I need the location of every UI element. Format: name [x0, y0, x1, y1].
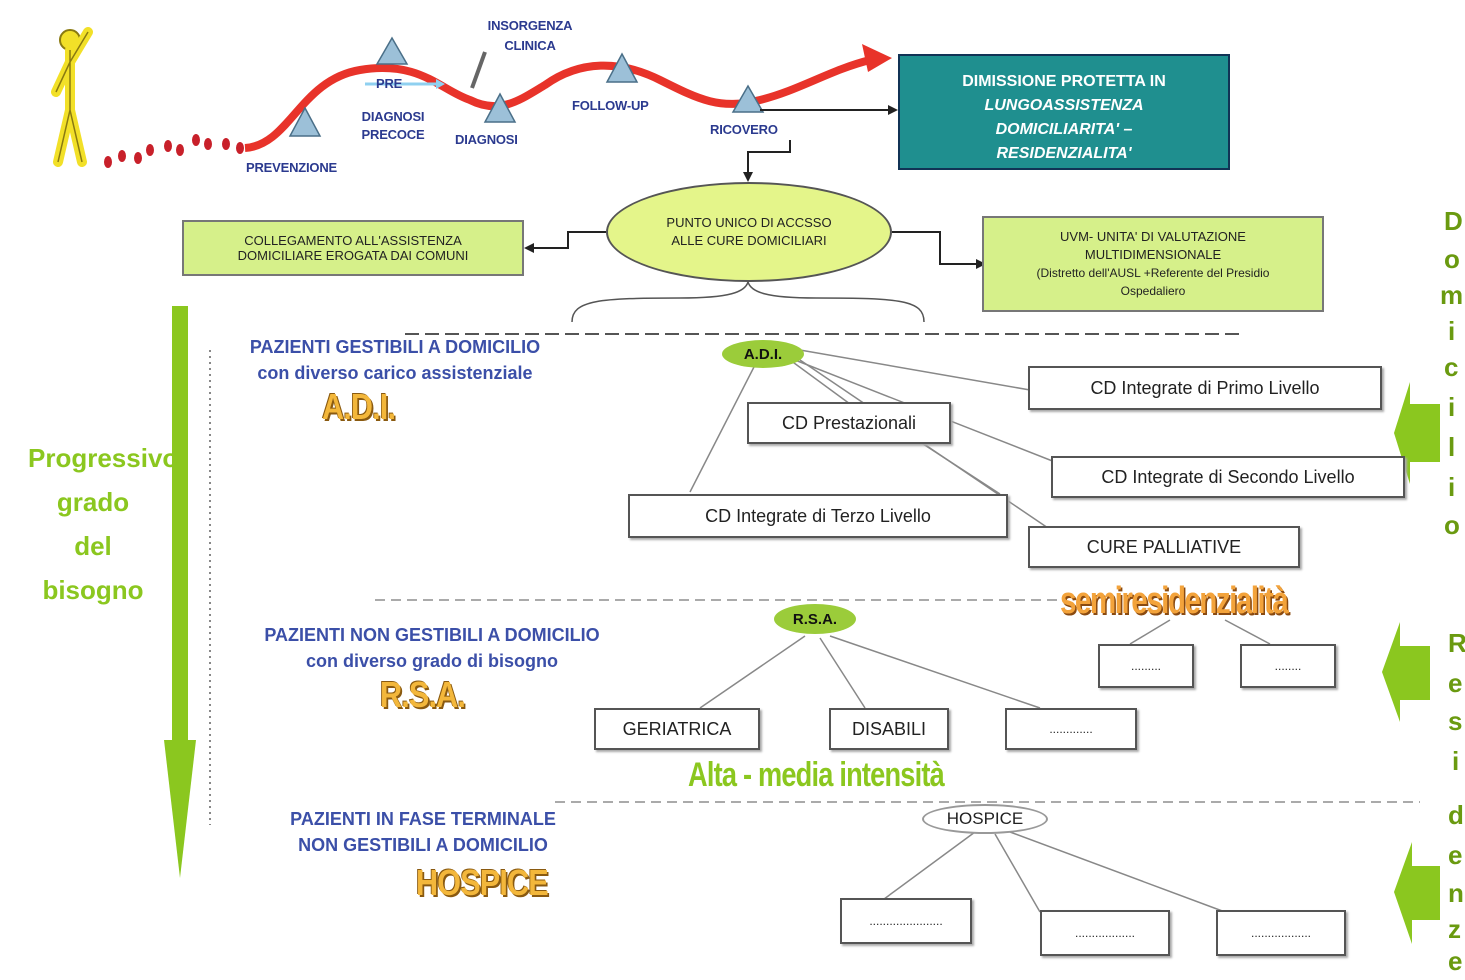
journey-arrowhead — [862, 44, 892, 72]
progress-arrow-shaft — [172, 306, 188, 776]
progress-label: Progressivo grado del bisogno — [28, 436, 179, 612]
label-diagnosi-precoce: DIAGNOSI PRECOCE — [361, 109, 425, 142]
progress-arrow-head — [164, 740, 196, 878]
adi-item-primo: CD Integrate di Primo Livello — [1028, 366, 1382, 410]
triangle-follow-up — [605, 52, 639, 83]
hospice-node: HOSPICE — [922, 804, 1048, 834]
semires-title: semiresidenzialità — [1060, 580, 1289, 622]
progress-label-line: Progressivo — [28, 443, 179, 473]
semires-item: ......... — [1098, 644, 1194, 688]
person-figure — [51, 27, 93, 167]
adi-item-prestazionali: CD Prestazionali — [747, 402, 951, 444]
triangle-diagnosi — [483, 92, 517, 123]
adi-item-secondo: CD Integrate di Secondo Livello — [1051, 456, 1405, 498]
adi-heading-line2: con diverso carico assistenziale — [257, 363, 533, 383]
adi-heading-line1: PAZIENTI GESTIBILI A DOMICILIO — [249, 337, 541, 357]
hospice-heading: PAZIENTI IN FASE TERMINALE NON GESTIBILI… — [262, 806, 584, 858]
right-letter: e — [1448, 946, 1463, 976]
hospice-title: HOSPICE — [416, 862, 549, 903]
right-arrow-semires — [1382, 622, 1430, 722]
adi-title: A.D.I. — [322, 386, 396, 427]
adi-node: A.D.I. — [722, 340, 804, 368]
right-arrow-domicilio — [1394, 382, 1440, 484]
dimissione-sub: LUNGOASSISTENZA DOMICILIARITA' – RESIDEN… — [984, 97, 1144, 162]
punto-unico-ellipse: PUNTO UNICO DI ACCSSO ALLE CURE DOMICILI… — [606, 182, 892, 282]
progress-label-line: del — [74, 531, 112, 561]
progress-label-line: grado — [56, 487, 130, 517]
punto-unico-label: PUNTO UNICO DI ACCSSO ALLE CURE DOMICILI… — [666, 215, 832, 248]
right-letter: i — [1452, 746, 1460, 776]
label-insorgenza: INSORGENZA CLINICA — [487, 18, 573, 53]
triangle-prevenzione — [288, 106, 322, 137]
rsa-item-geriatrica: GERIATRICA — [594, 708, 760, 750]
label-diagnosi: DIAGNOSI — [455, 132, 518, 147]
right-letter: m — [1440, 280, 1464, 310]
triangle-ricovero — [731, 84, 765, 113]
hospice-item: .................. — [1040, 910, 1170, 956]
right-letter: o — [1444, 510, 1460, 540]
label-pre: PRE — [376, 76, 403, 91]
uvm-sub: (Distretto dell'AUSL +Referente del Pres… — [1036, 266, 1270, 298]
dimissione-box: DIMISSIONE PROTETTA IN LUNGOASSISTENZA D… — [898, 54, 1230, 170]
rsa-heading: PAZIENTI NON GESTIBILI A DOMICILIO con d… — [232, 622, 632, 674]
triangle-pre — [375, 36, 409, 65]
hospice-item: .................. — [1216, 910, 1346, 956]
hospice-heading-line1: PAZIENTI IN FASE TERMINALE — [290, 809, 556, 829]
adi-heading: PAZIENTI GESTIBILI A DOMICILIO con diver… — [220, 334, 570, 386]
right-letter: e — [1448, 840, 1463, 870]
uvm-box: UVM- UNITA' DI VALUTAZIONE MULTIDIMENSIO… — [982, 216, 1324, 312]
adi-item-terzo: CD Integrate di Terzo Livello — [628, 494, 1008, 538]
right-letter: z — [1448, 914, 1461, 944]
right-letter: R — [1448, 628, 1465, 658]
rsa-title: R.S.A. — [380, 674, 466, 715]
right-letter: d — [1448, 800, 1464, 830]
right-letter: i — [1448, 392, 1456, 422]
hospice-item: ...................... — [840, 898, 972, 944]
label-prevenzione: PREVENZIONE — [246, 160, 337, 175]
right-letter: l — [1448, 432, 1456, 462]
collegamento-box: COLLEGAMENTO ALL'ASSISTENZA DOMICILIARE … — [182, 220, 524, 276]
right-letter: i — [1448, 472, 1456, 502]
right-letter: e — [1448, 668, 1463, 698]
hospice-heading-line2: NON GESTIBILI A DOMICILIO — [298, 835, 548, 855]
rsa-item-other: ............. — [1005, 708, 1137, 750]
right-letter: n — [1448, 878, 1464, 908]
rsa-heading-line2: con diverso grado di bisogno — [305, 651, 559, 671]
footprints — [104, 134, 244, 168]
adi-item-palliative: CURE PALLIATIVE — [1028, 526, 1300, 568]
right-letter: D — [1444, 206, 1463, 236]
progress-label-line: bisogno — [42, 575, 144, 605]
label-follow-up: FOLLOW-UP — [572, 98, 649, 113]
label-ricovero: RICOVERO — [710, 122, 778, 137]
rsa-item-disabili: DISABILI — [829, 708, 949, 750]
collegamento-label: COLLEGAMENTO ALL'ASSISTENZA DOMICILIARE … — [237, 233, 469, 263]
right-letter: i — [1448, 316, 1456, 346]
right-letter: s — [1448, 706, 1463, 736]
rsa-node: R.S.A. — [774, 604, 856, 634]
dimissione-title: DIMISSIONE PROTETTA IN — [962, 73, 1166, 90]
rsa-intensity: Alta - media intensità — [688, 756, 945, 794]
right-arrow-hospice — [1394, 842, 1440, 944]
journey-path — [244, 56, 871, 152]
uvm-label: UVM- UNITA' DI VALUTAZIONE MULTIDIMENSIO… — [1060, 229, 1246, 262]
right-letter: c — [1444, 352, 1459, 382]
semires-item: ........ — [1240, 644, 1336, 688]
rsa-heading-line1: PAZIENTI NON GESTIBILI A DOMICILIO — [264, 625, 600, 645]
right-letter: o — [1444, 244, 1460, 274]
